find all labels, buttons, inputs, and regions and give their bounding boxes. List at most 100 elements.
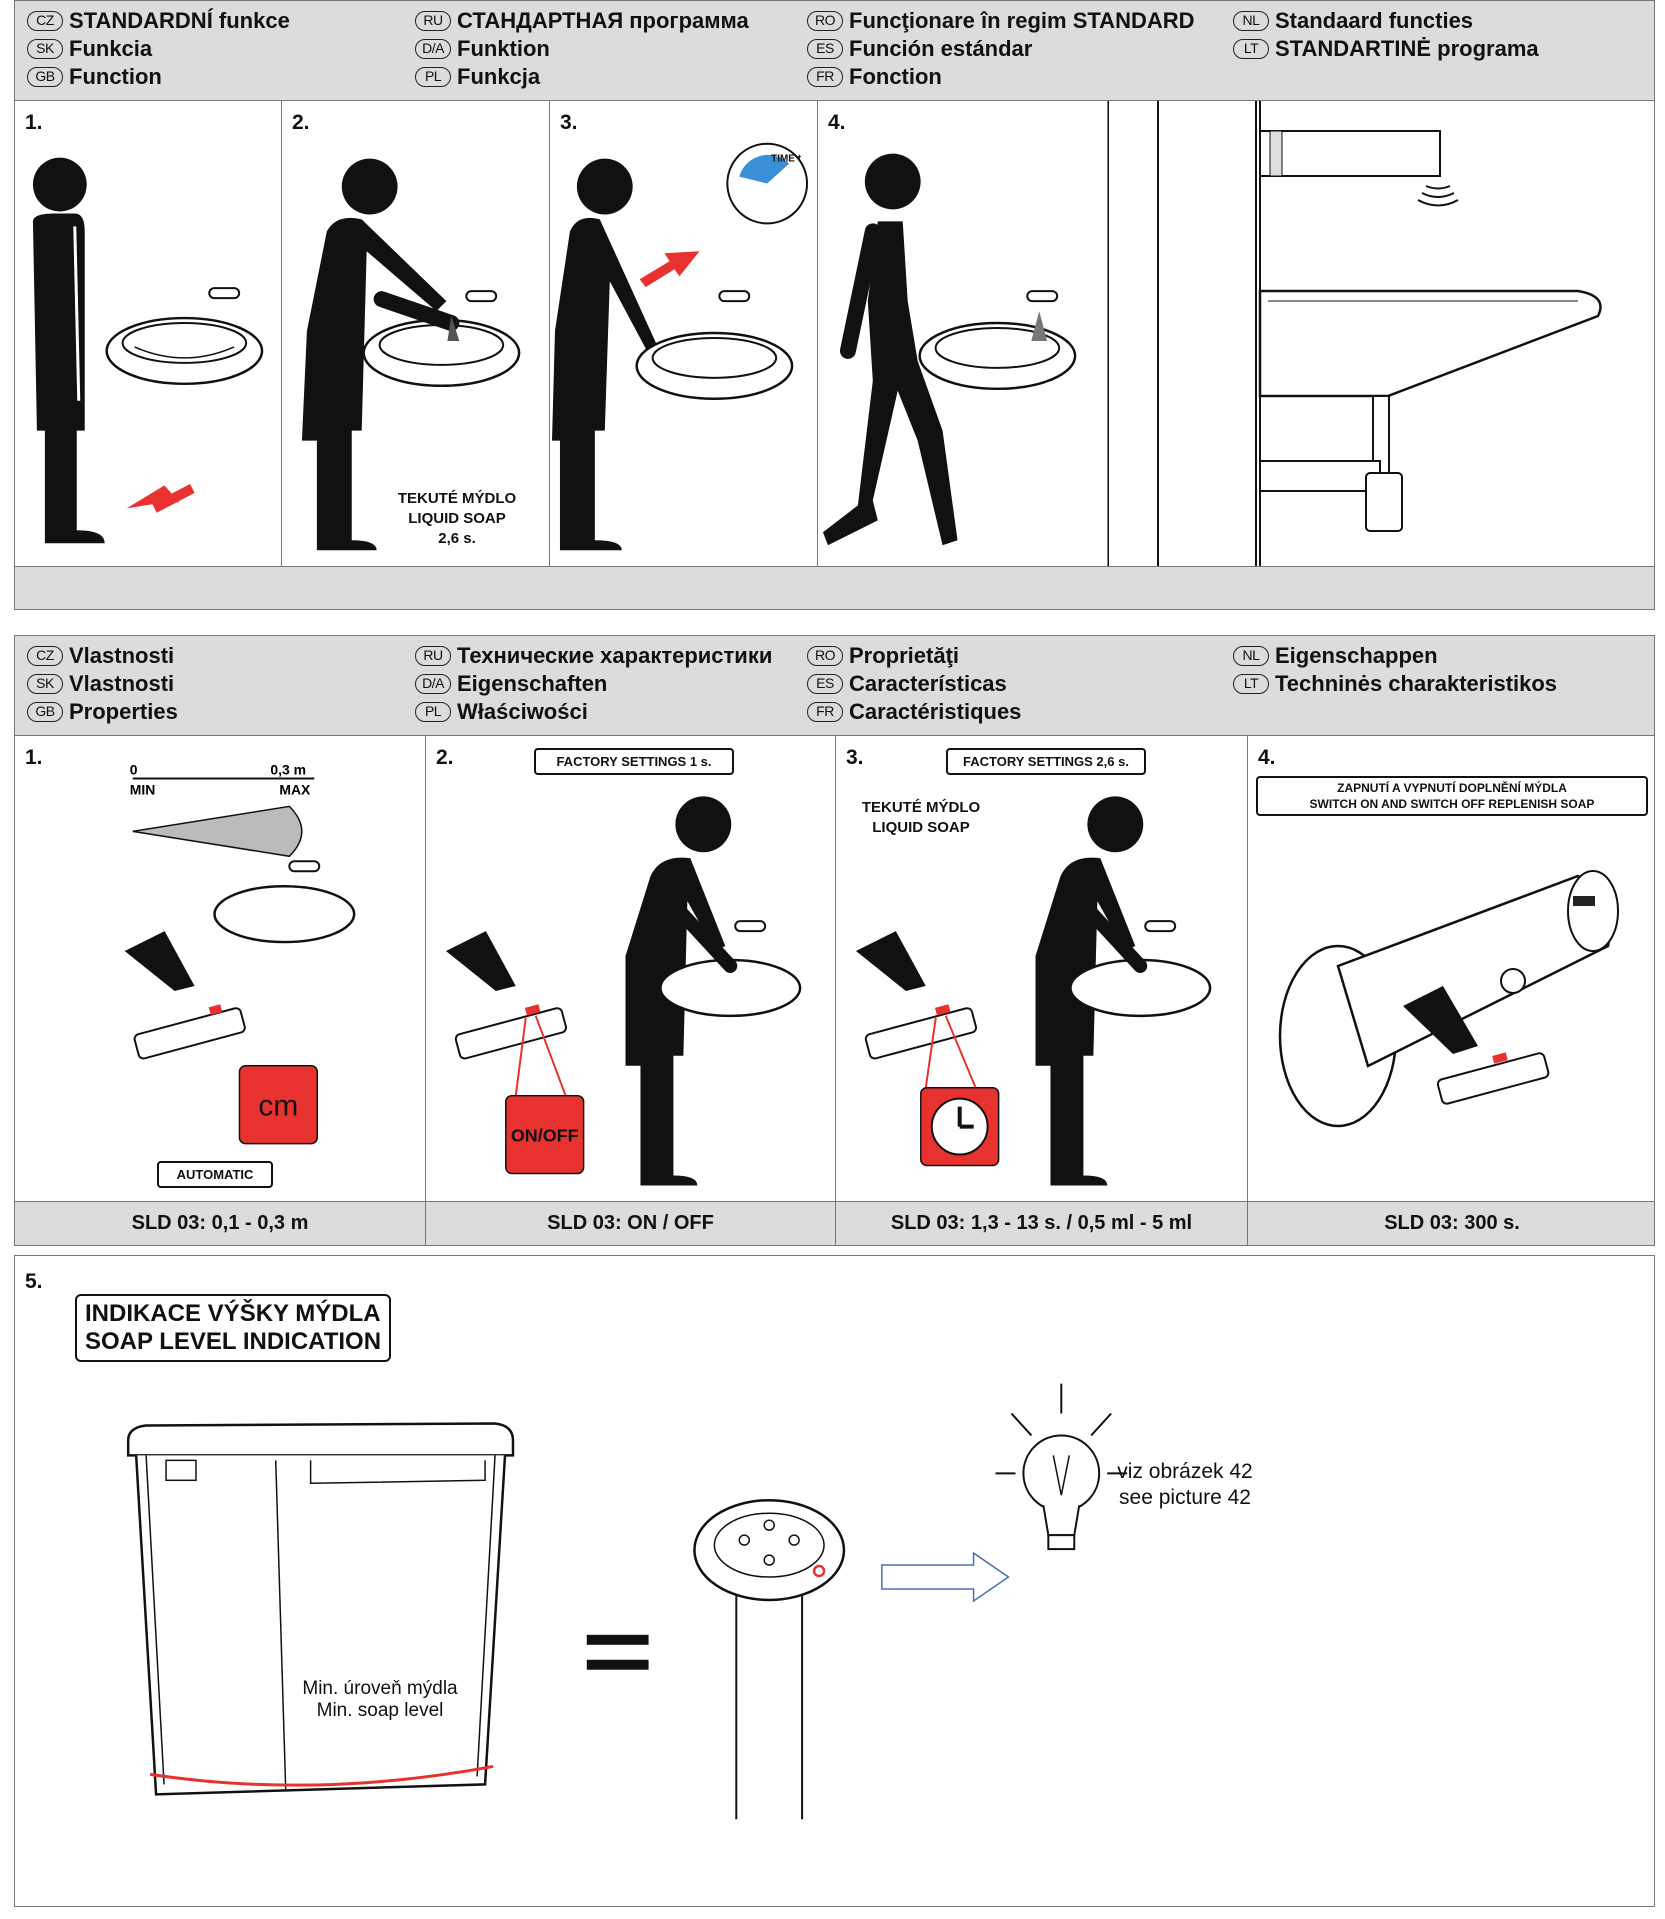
step-number: 3. [846, 746, 864, 769]
lang-badge: NL [1233, 646, 1269, 666]
lang-label: Function [69, 64, 162, 89]
caption-line: Min. soap level [316, 1700, 444, 1721]
step-number: 3. [560, 111, 578, 134]
soap-level-title: INDIKACE VÝŠKY MÝDLA SOAP LEVEL INDICATI… [75, 1294, 392, 1362]
lang-badge: PL [415, 702, 451, 722]
footer-dose-value: SLD 03: 1,3 - 13 s. / 0,5 ml - 5 ml [836, 1202, 1248, 1245]
lang-badge: GB [27, 702, 63, 722]
lang-badge: D/A [415, 674, 451, 694]
side-view-panel [1108, 101, 1656, 566]
lang-label: Standaard functies [1275, 8, 1474, 33]
lang-badge: RO [807, 11, 843, 31]
footer-replenish-value: SLD 03: 300 s. [1384, 1212, 1520, 1234]
step-number: 4. [828, 111, 846, 134]
lang-badge: SK [27, 674, 63, 694]
caption-line: viz obrázek 42 [1117, 1460, 1253, 1483]
lang-label: СТАНДАРТНАЯ программа [457, 8, 749, 33]
dose-setting-illustration [855, 796, 1212, 1186]
see-picture-caption: viz obrázek 42 see picture 42 [1100, 1459, 1270, 1511]
factory-settings-label: FACTORY SETTINGS 1 s. [534, 748, 734, 775]
person-walking-away-illustration [822, 153, 1077, 546]
lang-badge: LT [1233, 39, 1269, 59]
min-label: MIN [130, 781, 156, 797]
header-col-4: NL Standaard functies LT STANDARTINĖ progr… [1233, 7, 1539, 63]
lang-badge: ES [807, 674, 843, 694]
caption-line: ZAPNUTÍ A VYPNUTÍ DOPLNĚNÍ MÝDLA [1337, 781, 1567, 795]
range-min-label: 0 [130, 761, 138, 777]
properties-footer-bar: SLD 03: 0,1 - 0,3 m SLD 03: ON / OFF SLD… [15, 1201, 1654, 1245]
lang-badge: RU [415, 11, 451, 31]
lang-label: Función estándar [849, 36, 1033, 61]
lang-label: Właściwości [457, 699, 588, 724]
caption-line: SWITCH ON AND SWITCH OFF REPLENISH SOAP [1309, 797, 1595, 811]
caption-line: TEKUTÉ MÝDLO [397, 490, 517, 507]
step-number: 1. [25, 746, 43, 769]
step-number: 5. [25, 1270, 43, 1293]
lang-label: STANDARTINĖ programa [1275, 36, 1539, 61]
on-off-label: ON/OFF [511, 1126, 579, 1146]
lang-label: Caractéristiques [849, 699, 1022, 724]
soap-level-section: 5. INDIKACE VÝŠKY MÝDLA SOAP LEVEL INDIC… [14, 1255, 1655, 1907]
lang-badge: LT [1233, 674, 1269, 694]
step-number: 1. [25, 111, 43, 134]
dispenser-closeup-illustration [1278, 870, 1619, 1128]
person-standing-illustration [32, 157, 264, 544]
properties-row: 1. 0 0,3 m MIN MAX cm AUTOMATIC 2. FACTO… [15, 736, 1656, 1201]
step-number: 2. [292, 111, 310, 134]
factory-settings-label: FACTORY SETTINGS 2,6 s. [946, 748, 1146, 775]
caption-line: see picture 42 [1119, 1486, 1251, 1509]
footer-onoff-value: SLD 03: ON / OFF [426, 1202, 836, 1245]
liquid-soap-caption: TEKUTÉ MÝDLO LIQUID SOAP 2,6 s. [372, 489, 542, 549]
footer-range-value: SLD 03: 0,1 - 0,3 m [15, 1202, 426, 1245]
caption-line: LIQUID SOAP [408, 510, 506, 527]
step-panel-1: 1. [15, 101, 282, 566]
title-line: SOAP LEVEL INDICATION [85, 1328, 382, 1355]
lang-badge: NL [1233, 11, 1269, 31]
max-label: MAX [279, 781, 311, 797]
caption-line: 2,6 s. [438, 530, 476, 547]
lang-badge: GB [27, 67, 63, 87]
caption-line: Min. úroveň mýdla [302, 1678, 458, 1699]
automatic-mode-label: AUTOMATIC [157, 1161, 273, 1188]
step-panel-2: 2. TEKUTÉ MÝDLO LIQUID SOAP 2,6 s. [282, 101, 550, 566]
person-washing-illustration [301, 158, 521, 551]
lang-label: Vlastnosti [69, 643, 175, 668]
lang-badge: FR [807, 702, 843, 722]
lang-badge: D/A [415, 39, 451, 59]
lang-label: Funcţionare în regim STANDARD [849, 8, 1195, 33]
step-panel-3: 3. TIME t [550, 101, 818, 566]
lang-label: STANDARDNÍ funkce [69, 8, 290, 33]
lang-badge: RU [415, 646, 451, 666]
section-footer-bar [15, 566, 1654, 609]
min-soap-level-caption: Min. úroveň mýdla Min. soap level [285, 1678, 475, 1722]
property-panel-3: 3. FACTORY SETTINGS 2,6 s. TEKUTÉ MÝDLO … [836, 736, 1248, 1201]
lang-badge: SK [27, 39, 63, 59]
step-number: 4. [1258, 746, 1276, 769]
soap-level-illustration [126, 1383, 1128, 1820]
lang-label: Eigenschappen [1275, 643, 1438, 668]
caption-line: LIQUID SOAP [872, 819, 970, 836]
header-col-4: NL Eigenschappen LT Techninės charakterist… [1233, 642, 1557, 698]
lang-badge: PL [415, 67, 451, 87]
lang-label: Techninės charakteristikos [1275, 671, 1558, 696]
lang-badge: FR [807, 67, 843, 87]
lang-badge: ES [807, 39, 843, 59]
lang-label: Funkcja [457, 64, 541, 89]
on-off-setting-illustration: ON/OFF [445, 796, 802, 1186]
range-setting-illustration: 0 0,3 m MIN MAX cm [124, 761, 356, 1145]
lang-badge: CZ [27, 11, 63, 31]
step-number: 2. [436, 746, 454, 769]
lang-label: Proprietăţi [849, 643, 960, 668]
lang-label: Технические характеристики [457, 643, 773, 668]
person-leaving-sink-illustration: TIME t [551, 142, 809, 551]
liquid-soap-caption: TEKUTÉ MÝDLO LIQUID SOAP [846, 798, 996, 838]
property-panel-1: 1. 0 0,3 m MIN MAX cm AUTOMATIC [15, 736, 426, 1201]
timer-label: TIME t [771, 154, 802, 165]
